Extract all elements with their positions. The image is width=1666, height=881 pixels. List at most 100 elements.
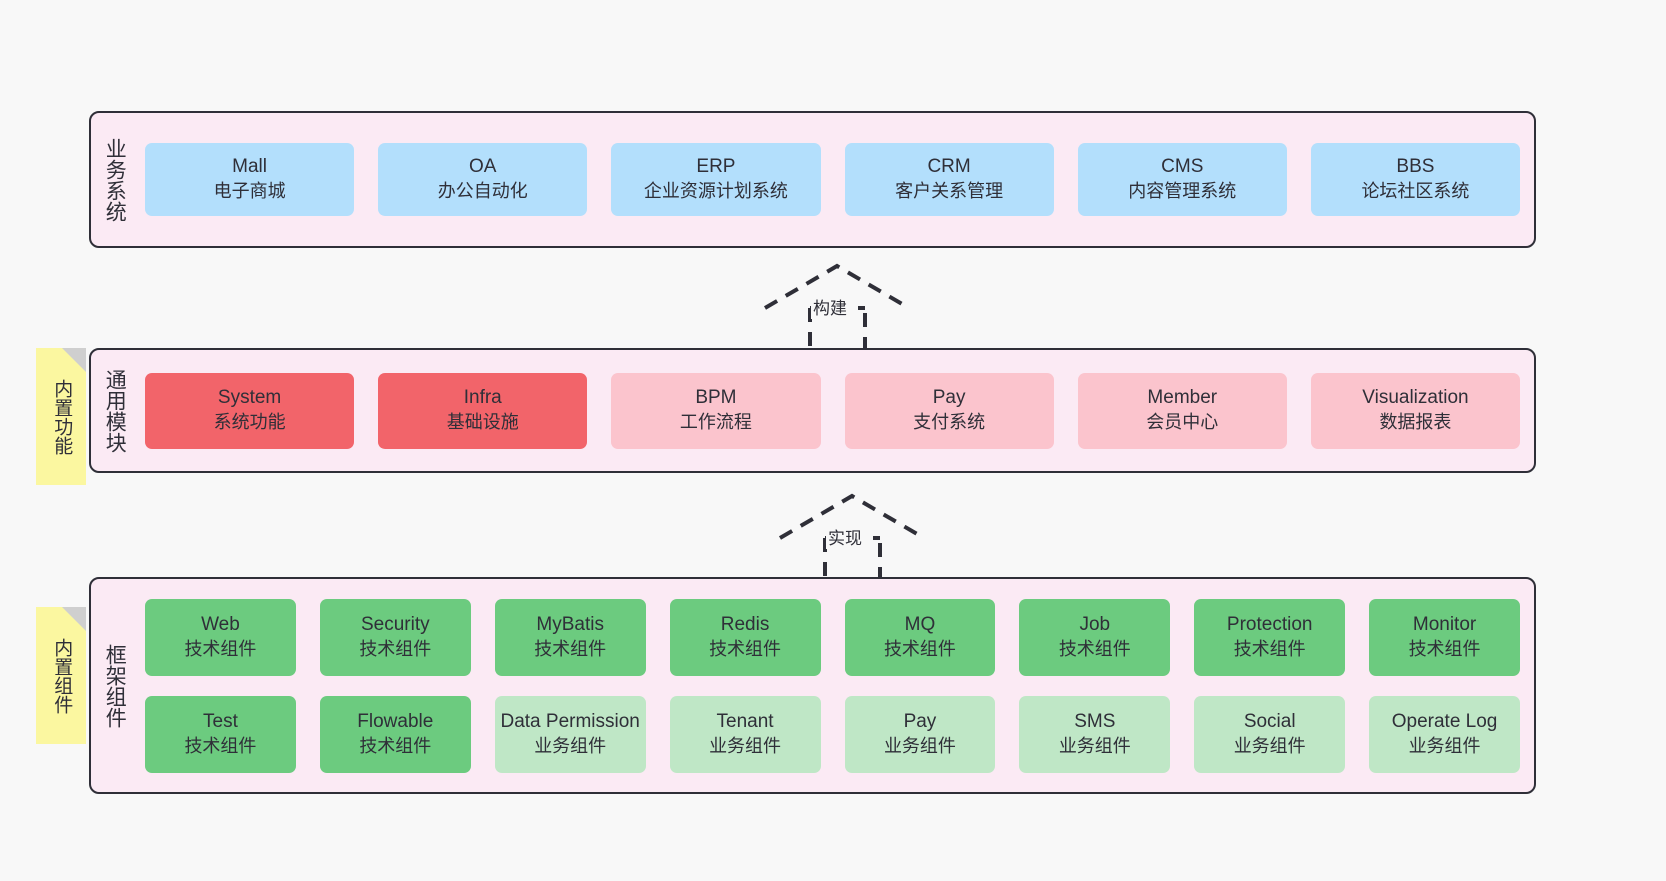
module-card-mall[interactable]: Mall 电子商城	[145, 143, 355, 216]
layer-business-systems: 业务系统 Mall 电子商城 OA 办公自动化 ERP 企业资源计划系统 CRM…	[89, 111, 1536, 248]
component-card-monitor[interactable]: Monitor 技术组件	[1369, 598, 1520, 676]
component-card-title: Test	[203, 710, 238, 732]
component-card-flowable[interactable]: Flowable 技术组件	[319, 695, 471, 773]
component-card-title: MQ	[904, 613, 936, 635]
component-card-title: Web	[201, 613, 240, 635]
module-card-system[interactable]: System 系统功能	[145, 372, 355, 449]
layer-framework-components: 框架组件 Web 技术组件 Security 技术组件 MyBatis 技术组件…	[89, 577, 1536, 794]
layer-body-common-modules: System 系统功能 Infra 基础设施 BPM 工作流程 Pay 支付系统…	[137, 350, 1534, 471]
component-card-test[interactable]: Test 技术组件	[145, 695, 296, 773]
module-card-cms[interactable]: CMS 内容管理系统	[1077, 143, 1287, 216]
component-card-title: Operate Log	[1391, 710, 1498, 732]
component-card-title: Monitor	[1412, 613, 1477, 635]
module-card-title: ERP	[696, 156, 736, 178]
component-card-title: Social	[1243, 710, 1296, 732]
module-card-title: Member	[1147, 387, 1218, 409]
component-card-web[interactable]: Web 技术组件	[145, 598, 296, 676]
module-card-member[interactable]: Member 会员中心	[1077, 372, 1287, 449]
component-card-subtitle: 技术组件	[1058, 638, 1131, 659]
module-card-title: Infra	[463, 387, 502, 409]
component-card-subtitle: 技术组件	[359, 638, 432, 659]
component-card-subtitle: 技术组件	[534, 638, 607, 659]
connector-arrow-build: 构建	[755, 258, 920, 352]
component-card-subtitle: 技术组件	[359, 735, 432, 756]
component-card-subtitle: 技术组件	[709, 638, 782, 659]
module-card-subtitle: 电子商城	[213, 181, 286, 202]
component-card-title: Data Permission	[500, 710, 640, 732]
card-row: Test 技术组件 Flowable 技术组件 Data Permission …	[145, 695, 1520, 773]
layer-caption-framework-components: 框架组件	[103, 643, 127, 728]
component-card-subtitle: 技术组件	[1408, 638, 1481, 659]
module-card-title: Visualization	[1362, 387, 1469, 409]
component-card-social[interactable]: Social 业务组件	[1194, 695, 1346, 773]
module-card-bpm[interactable]: BPM 工作流程	[611, 372, 821, 449]
connector-label-implement: 实现	[826, 524, 864, 549]
component-card-subtitle: 技术组件	[184, 638, 257, 659]
component-card-job[interactable]: Job 技术组件	[1019, 598, 1171, 676]
layer-caption-business-systems: 业务系统	[103, 137, 127, 222]
module-card-subtitle: 办公自动化	[437, 181, 528, 202]
module-card-subtitle: 数据报表	[1379, 412, 1452, 433]
component-card-subtitle: 业务组件	[883, 735, 956, 756]
module-card-title: Mall	[232, 156, 267, 178]
component-card-data-permission[interactable]: Data Permission 业务组件	[494, 695, 646, 773]
component-card-subtitle: 业务组件	[1058, 735, 1131, 756]
card-row: Web 技术组件 Security 技术组件 MyBatis 技术组件 Redi…	[145, 598, 1520, 676]
module-card-title: BPM	[695, 387, 737, 409]
component-card-title: Job	[1079, 613, 1111, 635]
module-card-subtitle: 客户关系管理	[895, 181, 1004, 202]
component-card-subtitle: 业务组件	[534, 735, 607, 756]
component-card-security[interactable]: Security 技术组件	[319, 598, 471, 676]
card-row: System 系统功能 Infra 基础设施 BPM 工作流程 Pay 支付系统…	[145, 372, 1521, 449]
component-card-title: Protection	[1226, 613, 1313, 635]
component-card-sms[interactable]: SMS 业务组件	[1019, 695, 1171, 773]
note-fold-icon	[62, 348, 86, 372]
sticky-note-label: 内置功能	[51, 378, 73, 455]
sticky-note-label: 内置组件	[51, 637, 73, 714]
component-card-title: Flowable	[357, 710, 434, 732]
module-card-subtitle: 企业资源计划系统	[643, 181, 788, 202]
module-card-oa[interactable]: OA 办公自动化	[378, 143, 588, 216]
component-card-title: MyBatis	[536, 613, 604, 635]
component-card-title: Security	[360, 613, 430, 635]
component-card-mybatis[interactable]: MyBatis 技术组件	[494, 598, 646, 676]
component-card-subtitle: 技术组件	[883, 638, 956, 659]
module-card-subtitle: 系统功能	[213, 412, 286, 433]
component-card-subtitle: 业务组件	[1233, 735, 1306, 756]
module-card-subtitle: 论坛社区系统	[1361, 181, 1470, 202]
component-card-subtitle: 业务组件	[709, 735, 782, 756]
module-card-pay[interactable]: Pay 支付系统	[844, 372, 1054, 449]
sticky-note-builtin-components: 内置组件	[36, 607, 86, 744]
component-card-pay[interactable]: Pay 业务组件	[844, 695, 996, 773]
connector-arrow-implement: 实现	[770, 488, 935, 582]
sticky-note-builtin-features: 内置功能	[36, 348, 86, 485]
connector-label-build: 构建	[811, 294, 849, 319]
module-card-title: Pay	[932, 387, 966, 409]
component-card-title: Tenant	[716, 710, 774, 732]
component-card-title: Pay	[903, 710, 937, 732]
module-card-title: BBS	[1396, 156, 1435, 178]
component-card-title: SMS	[1074, 710, 1116, 732]
component-card-mq[interactable]: MQ 技术组件	[844, 598, 996, 676]
component-card-redis[interactable]: Redis 技术组件	[669, 598, 821, 676]
module-card-visualization[interactable]: Visualization 数据报表	[1310, 372, 1521, 449]
module-card-title: CMS	[1161, 156, 1204, 178]
module-card-infra[interactable]: Infra 基础设施	[378, 372, 588, 449]
note-fold-icon	[62, 607, 86, 631]
module-card-title: System	[217, 387, 282, 409]
component-card-subtitle: 技术组件	[184, 735, 257, 756]
component-card-operate-log[interactable]: Operate Log 业务组件	[1369, 695, 1520, 773]
component-card-protection[interactable]: Protection 技术组件	[1194, 598, 1346, 676]
module-card-erp[interactable]: ERP 企业资源计划系统	[611, 143, 821, 216]
layer-common-modules: 通用模块 System 系统功能 Infra 基础设施 BPM 工作流程 Pay…	[89, 348, 1536, 473]
card-row: Mall 电子商城 OA 办公自动化 ERP 企业资源计划系统 CRM 客户关系…	[145, 143, 1521, 216]
layer-caption-common-modules: 通用模块	[103, 368, 127, 453]
layer-body-framework-components: Web 技术组件 Security 技术组件 MyBatis 技术组件 Redi…	[137, 579, 1534, 792]
layer-body-business-systems: Mall 电子商城 OA 办公自动化 ERP 企业资源计划系统 CRM 客户关系…	[137, 113, 1534, 246]
module-card-title: OA	[469, 156, 497, 178]
module-card-crm[interactable]: CRM 客户关系管理	[844, 143, 1054, 216]
module-card-bbs[interactable]: BBS 论坛社区系统	[1310, 143, 1521, 216]
module-card-subtitle: 工作流程	[679, 412, 752, 433]
component-card-subtitle: 技术组件	[1233, 638, 1306, 659]
component-card-tenant[interactable]: Tenant 业务组件	[669, 695, 821, 773]
